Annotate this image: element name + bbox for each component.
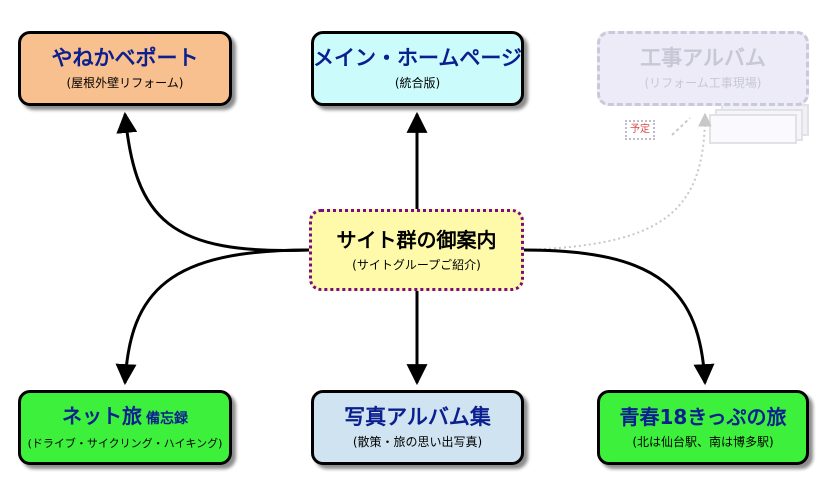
node-yanekabe-report[interactable]: やねかベポート (屋根外壁リフォーム) [18, 31, 232, 106]
node-subtitle: (北は仙台駅、南は博多駅) [632, 435, 774, 449]
node-title: メイン・ホームページ [313, 46, 522, 70]
node-photo-album[interactable]: 写真アルバム集 (散策・旅の思い出写真) [311, 390, 524, 465]
node-title: 青春18きっぷの旅 [619, 405, 787, 429]
node-title: ネット旅 [62, 403, 142, 428]
node-subtitle: (散策・旅の思い出写真) [352, 435, 483, 449]
node-site-guide[interactable]: サイト群の御案内 (サイトグループご紹介) [309, 209, 524, 291]
node-subtitle: (ドライブ・サイクリング・ハイキング) [27, 436, 223, 450]
planned-badge: 予定 [625, 120, 655, 140]
badge-pointer [671, 117, 691, 136]
node-title-small: 備忘録 [146, 410, 188, 427]
node-seishun18-trip[interactable]: 青春18きっぷの旅 (北は仙台駅、南は博多駅) [597, 390, 809, 465]
node-title: 工事アルバム [640, 46, 766, 70]
node-subtitle: (リフォーム工事現場) [644, 76, 762, 90]
node-main-homepage[interactable]: メイン・ホームページ (統合版) [311, 31, 524, 106]
node-subtitle: (屋根外壁リフォーム) [66, 76, 184, 90]
node-title: 写真アルバム集 [344, 405, 491, 429]
edge-center-to-yane [116, 111, 310, 252]
node-construction-album: 工事アルバム (リフォーム工事現場) [597, 31, 809, 106]
node-title: サイト群の御案内 [336, 227, 497, 252]
edge-center-to-seishun [523, 248, 715, 386]
node-title-row: ネット旅備忘録 [62, 403, 188, 432]
node-subtitle: (統合版) [394, 76, 441, 90]
edge-center-to-koji [523, 112, 712, 251]
edge-center-to-net [115, 248, 310, 386]
node-subtitle: (サイトグループご紹介) [352, 257, 481, 272]
photo-stack-icon [709, 104, 809, 144]
node-title: やねかベポート [51, 46, 199, 70]
node-net-travel[interactable]: ネット旅備忘録 (ドライブ・サイクリング・ハイキング) [18, 390, 232, 465]
